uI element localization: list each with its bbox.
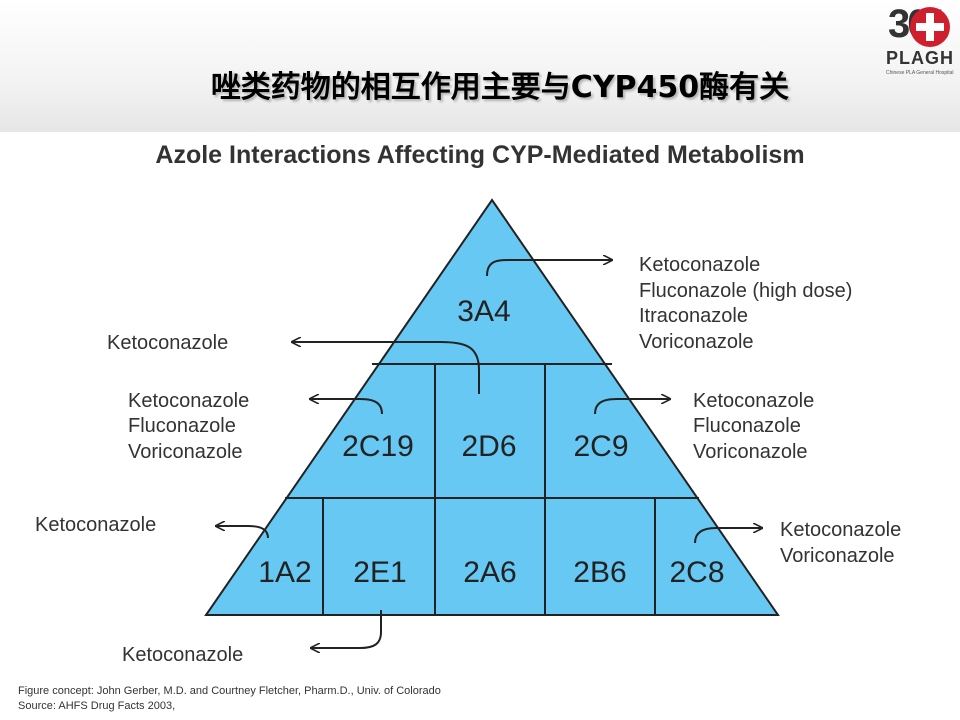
logo-name: PLAGH	[886, 48, 954, 68]
slide-title: 唑类药物的相互作用主要与CYP450酶有关	[210, 70, 790, 105]
enzyme-2d6: 2D6	[461, 430, 516, 463]
drug-label-3a4: Voriconazole	[639, 331, 754, 353]
arrow-1a2	[216, 526, 269, 539]
arrow-2c8	[694, 528, 762, 544]
drug-label-2c9: Fluconazole	[693, 415, 801, 437]
enzyme-2c19: 2C19	[342, 430, 414, 463]
drug-label-2e1: Ketoconazole	[122, 644, 243, 666]
drug-label-2c8: Voriconazole	[780, 545, 895, 567]
hospital-logo: 301 PLAGH Chinese PLA General Hospital	[884, 2, 960, 78]
drug-label-3a4: Ketoconazole	[639, 254, 760, 276]
enzyme-2c9: 2C9	[573, 430, 628, 463]
figure-title: Azole Interactions Affecting CYP-Mediate…	[155, 141, 805, 169]
red-cross-icon	[910, 7, 950, 47]
arrow-2d6	[292, 342, 480, 394]
header-band	[0, 0, 960, 132]
enzyme-2c8: 2C8	[669, 556, 724, 589]
figure-source: Source: AHFS Drug Facts 2003,	[18, 700, 176, 712]
enzyme-3a4: 3A4	[457, 295, 510, 328]
enzyme-2a6: 2A6	[463, 556, 516, 589]
drug-label-2c19: Fluconazole	[128, 415, 236, 437]
arrow-3a4	[486, 260, 612, 277]
drug-label-2c9: Ketoconazole	[693, 390, 814, 412]
drug-label-2c8: Ketoconazole	[780, 519, 901, 541]
arrow-2c19	[310, 399, 383, 415]
enzyme-2b6: 2B6	[573, 556, 626, 589]
drug-label-3a4: Itraconazole	[639, 305, 748, 327]
enzyme-2e1: 2E1	[353, 556, 406, 589]
enzyme-1a2: 1A2	[258, 556, 311, 589]
pyramid-shape	[204, 198, 780, 616]
arrow-2e1	[311, 610, 382, 648]
drug-label-2c19: Voriconazole	[128, 441, 243, 463]
arrow-2c9	[594, 399, 670, 415]
drug-label-2c9: Voriconazole	[693, 441, 808, 463]
drug-label-1a2: Ketoconazole	[35, 514, 156, 536]
drug-label-3a4: Fluconazole (high dose)	[639, 280, 852, 302]
drug-label-2c19: Ketoconazole	[128, 390, 249, 412]
logo-subtitle: Chinese PLA General Hospital	[886, 70, 954, 76]
figure-concept-credit: Figure concept: John Gerber, M.D. and Co…	[18, 685, 441, 697]
drug-label-2d6: Ketoconazole	[107, 332, 228, 354]
